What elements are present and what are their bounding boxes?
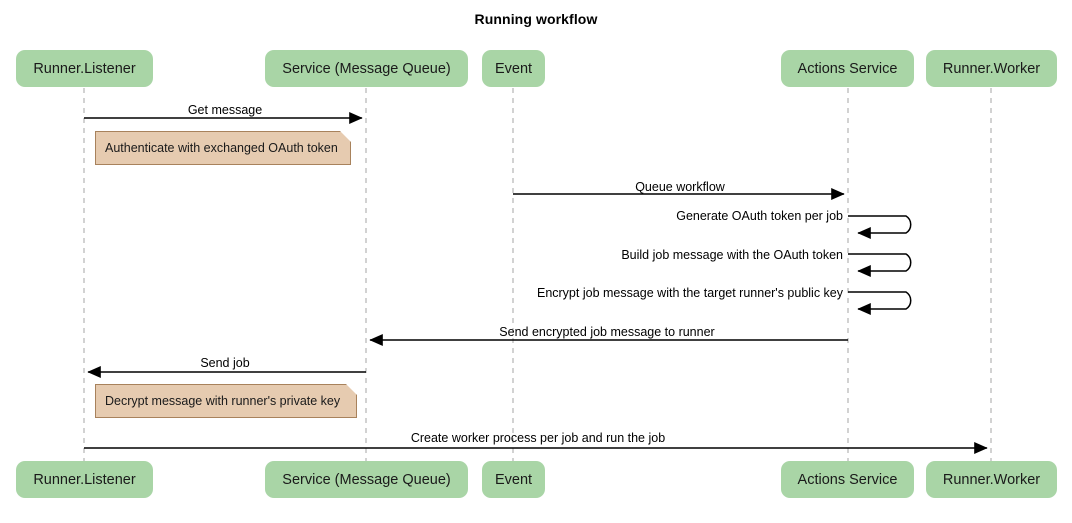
participant-label: Runner.Listener bbox=[33, 471, 136, 488]
lifelines bbox=[83, 88, 992, 461]
participant-label: Actions Service bbox=[797, 60, 898, 77]
message-label-build-job-message: Build job message with the OAuth token bbox=[621, 248, 843, 262]
participant-label: Event bbox=[494, 471, 533, 488]
participant-label: Runner.Listener bbox=[33, 60, 136, 77]
note-decrypt-message-with-runners-private-key: Decrypt message with runner's private ke… bbox=[95, 384, 357, 418]
message-label-encrypt-job-message: Encrypt job message with the target runn… bbox=[536, 286, 843, 300]
message-label-create-worker-process: Create worker process per job and run th… bbox=[410, 431, 666, 445]
message-label-send-encrypted-job-message: Send encrypted job message to runner bbox=[499, 325, 715, 339]
message-label-get-message: Get message bbox=[187, 103, 263, 117]
participant-label: Service (Message Queue) bbox=[282, 471, 451, 488]
note-authenticate-with-exchanged-oauth-token: Authenticate with exchanged OAuth token bbox=[95, 131, 351, 165]
note-label: Decrypt message with runner's private ke… bbox=[105, 394, 341, 408]
participant-bottom-runner-listener[interactable]: Runner.Listener bbox=[16, 461, 153, 498]
participant-bottom-actions-service[interactable]: Actions Service bbox=[781, 461, 914, 498]
message-label-generate-oauth-token: Generate OAuth token per job bbox=[676, 209, 843, 223]
participant-label: Runner.Worker bbox=[942, 471, 1041, 488]
message-arrows bbox=[84, 112, 988, 454]
message-label-send-job: Send job bbox=[200, 356, 250, 370]
participant-bottom-runner-worker[interactable]: Runner.Worker bbox=[926, 461, 1057, 498]
participant-bottom-service-message-queue[interactable]: Service (Message Queue) bbox=[265, 461, 468, 498]
participant-label: Runner.Worker bbox=[942, 60, 1041, 77]
participant-label: Service (Message Queue) bbox=[282, 60, 451, 77]
message-self-loop-build-job-message bbox=[848, 253, 912, 277]
participant-top-service-message-queue[interactable]: Service (Message Queue) bbox=[265, 50, 468, 87]
note-fold-icon bbox=[340, 131, 351, 142]
participant-top-runner-listener[interactable]: Runner.Listener bbox=[16, 50, 153, 87]
participant-top-event[interactable]: Event bbox=[482, 50, 545, 87]
participant-bottom-event[interactable]: Event bbox=[482, 461, 545, 498]
participant-top-runner-worker[interactable]: Runner.Worker bbox=[926, 50, 1057, 87]
participant-label: Event bbox=[494, 60, 533, 77]
participant-label: Actions Service bbox=[797, 471, 898, 488]
note-label: Authenticate with exchanged OAuth token bbox=[105, 141, 338, 155]
message-self-loop-generate-oauth-token bbox=[848, 215, 912, 239]
page-title: Running workflow bbox=[474, 11, 598, 27]
message-label-queue-workflow: Queue workflow bbox=[635, 180, 725, 194]
note-fold-icon bbox=[346, 384, 357, 395]
message-self-loop-encrypt-job-message bbox=[848, 291, 912, 315]
participant-top-actions-service[interactable]: Actions Service bbox=[781, 50, 914, 87]
